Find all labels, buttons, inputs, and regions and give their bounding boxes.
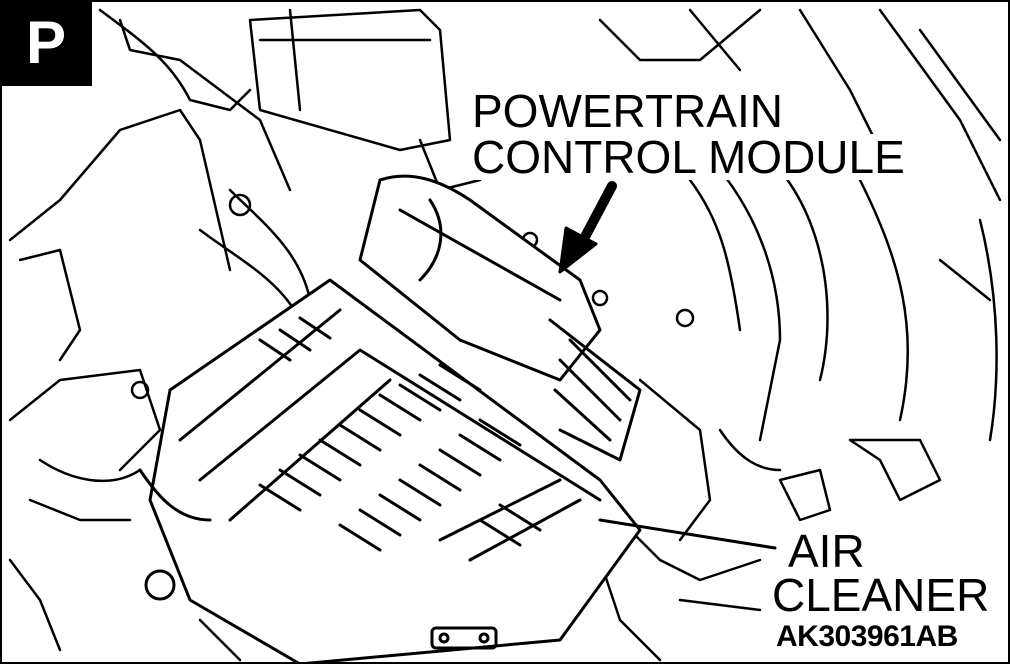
engine-bay-background bbox=[8, 8, 1002, 662]
leader-lines bbox=[558, 181, 777, 550]
pcm-label-line1: POWERTRAIN bbox=[472, 85, 783, 137]
pcm-label-line2: CONTROL MODULE bbox=[472, 131, 905, 183]
air-cleaner-label-line1: AIR bbox=[788, 525, 865, 577]
air-cleaner-label-line2: CLEANER bbox=[772, 569, 990, 621]
figure-code: AK303961AB bbox=[776, 620, 958, 653]
pcm-arrow-head bbox=[558, 226, 598, 274]
intake-duct bbox=[358, 174, 642, 462]
section-badge: P bbox=[0, 0, 92, 86]
air-cleaner-box bbox=[138, 278, 642, 664]
air-cleaner-leader-line bbox=[598, 518, 777, 550]
